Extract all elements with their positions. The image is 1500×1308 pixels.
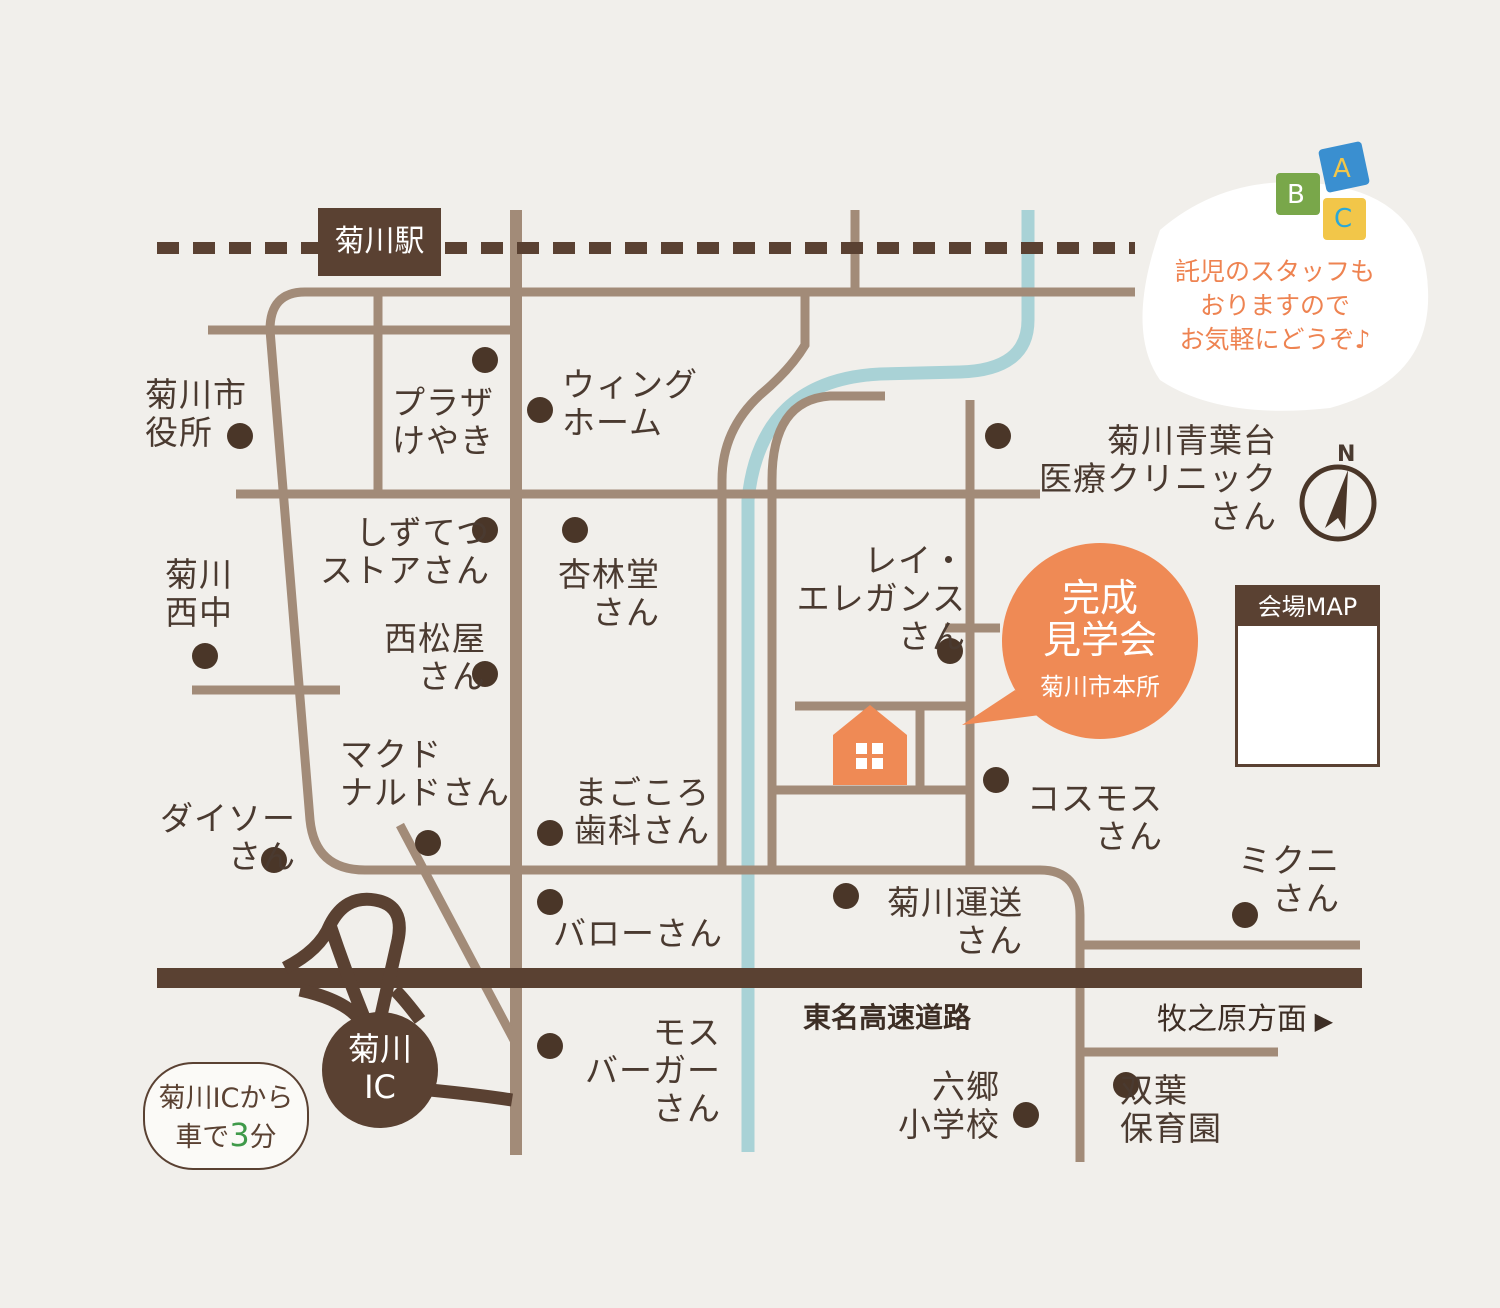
ic-bubble-pre: 車で (175, 1122, 230, 1153)
landmark-label: まごころ 歯科さん (574, 773, 710, 850)
expressway (157, 892, 1362, 1107)
landmark-label: 双葉 保育園 (1120, 1071, 1222, 1148)
block-c: C (1334, 204, 1354, 234)
landmark-label: 六郷 小学校 (898, 1067, 1000, 1144)
compass-icon (1299, 464, 1377, 542)
block-a: A (1333, 154, 1352, 184)
landmark-label: ミクニ さん (1238, 841, 1340, 918)
landmark-label: モス バーガー さん (585, 1013, 721, 1128)
station-label: 菊川駅 (318, 208, 441, 276)
river (741, 210, 1035, 1152)
highway-label: 東名高速道路 (803, 1001, 972, 1034)
landmark-dots (192, 347, 1258, 1128)
landmark-label: 菊川運送 さん (887, 883, 1023, 960)
landmark-label: レイ・ エレガンス さん (796, 541, 966, 656)
house-icon (833, 705, 907, 785)
block-b: B (1287, 180, 1306, 210)
ic-bubble-minutes: 3 (229, 1116, 250, 1154)
landmark-label: しずてつ ストアさん (320, 513, 490, 590)
destination-subtitle: 菊川市本所 (1040, 673, 1160, 701)
ic-bubble-line2: 車で3分 (145, 1117, 307, 1156)
landmark-label: 杏林堂 さん (558, 555, 660, 632)
compass-north-label: N (1337, 442, 1357, 467)
qr-box[interactable]: 会場MAP (1235, 585, 1380, 767)
abc-blocks-icon (1276, 141, 1370, 240)
childcare-note: 託児のスタッフも おりますので お気軽にどうぞ♪ (1174, 257, 1375, 354)
direction-label: 牧之原方面 ▶ (1157, 994, 1333, 1038)
arrow-right-icon: ▶ (1307, 1007, 1334, 1035)
landmark-label: コスモス さん (1027, 779, 1163, 856)
ic-bubble-line1: 菊川ICから (158, 1083, 294, 1114)
ic-time-bubble: 菊川ICから 車で3分 (143, 1062, 309, 1170)
roads (192, 210, 1360, 1162)
landmark-label: マクド ナルドさん (340, 735, 510, 812)
ic-bubble-post: 分 (249, 1122, 277, 1153)
qr-header: 会場MAP (1238, 588, 1377, 626)
direction-text: 牧之原方面 (1157, 1002, 1307, 1037)
landmark-label: 菊川市 役所 (145, 375, 247, 452)
interchange-marker: 菊川 IC (322, 1012, 438, 1128)
landmark-label: ウィング ホーム (562, 365, 698, 442)
destination-marker[interactable]: 完成 見学会 菊川市本所 (1002, 543, 1198, 739)
landmark-label: バローさん (553, 914, 723, 953)
landmark-label: 西松屋 さん (384, 619, 486, 696)
landmark-label: プラザ けやき (392, 383, 494, 460)
landmark-label: 菊川青葉台 医療クリニック さん (1039, 421, 1277, 536)
landmark-label: 菊川 西中 (165, 555, 233, 632)
destination-title: 完成 見学会 (1042, 576, 1157, 662)
landmark-label: ダイソー さん (160, 799, 296, 876)
